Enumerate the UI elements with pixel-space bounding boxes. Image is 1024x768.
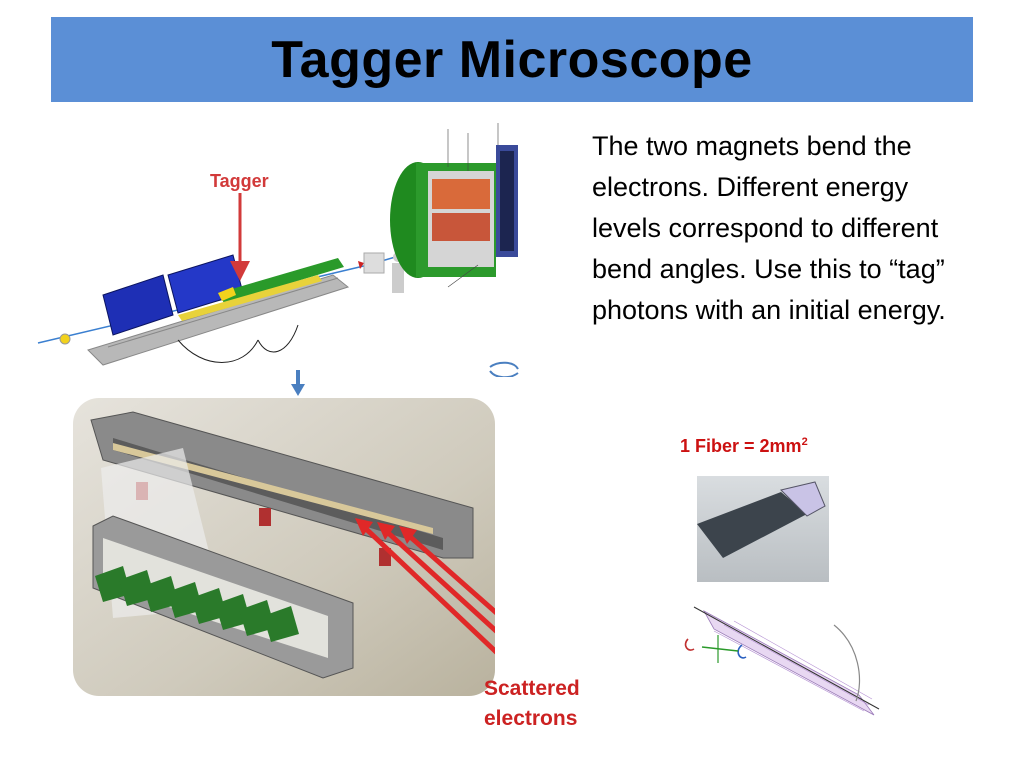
rotate-arrow-icon: [489, 361, 519, 377]
fiber-bundle-sketch: [684, 606, 880, 716]
tagger-label: Tagger: [210, 171, 269, 191]
fiber-size-label: 1 Fiber = 2mm2: [680, 436, 808, 457]
microscope-render-figure: [73, 398, 495, 696]
scattered-line-2: electrons: [484, 707, 578, 730]
slide-title: Tagger Microscope: [271, 30, 753, 89]
scattered-electrons-label: Scattered electrons: [484, 674, 580, 734]
fiber-size-label-main: 1 Fiber = 2mm: [680, 436, 802, 456]
fiber-size-label-sup: 2: [801, 436, 808, 448]
fiber-photo: [697, 476, 829, 582]
scattered-line-1: Scattered: [484, 677, 580, 700]
title-bar: Tagger Microscope: [51, 17, 973, 102]
description-text: The two magnets bend the electrons. Diff…: [592, 131, 946, 325]
arrow-down-icon: [291, 370, 305, 396]
tagger-overview-figure: [37, 123, 519, 377]
